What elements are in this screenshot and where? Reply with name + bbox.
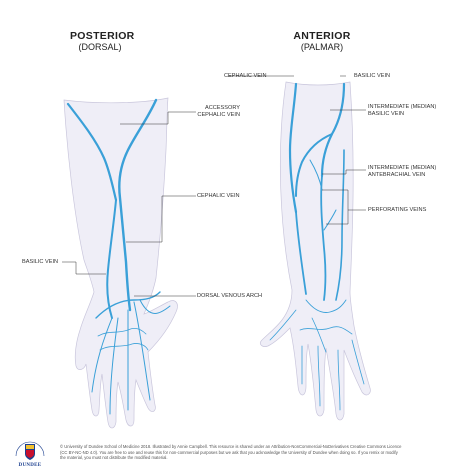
leader-perforating-1 [322, 189, 366, 211]
dorsal-digital-vein-1 [91, 317, 113, 393]
leader-basilic-posterior [62, 261, 106, 275]
posterior-title: POSTERIOR (DORSAL) [70, 30, 135, 53]
palmar-network-1 [305, 299, 347, 313]
label-accessory-cephalic-line2: CEPHALIC VEIN [197, 111, 240, 118]
posterior-forearm-and-hand [63, 97, 178, 429]
palmar-network-2 [299, 326, 353, 335]
anterior-veins [269, 82, 365, 411]
dorsal-thumb-vein [139, 299, 171, 314]
intermediate-basilic-vein [295, 133, 333, 197]
leader-accessory-cephalic [120, 111, 196, 125]
palmar-network-3 [311, 317, 327, 353]
label-intermediate-basilic-line2: BASILIC VEIN [368, 110, 405, 117]
cephalic-vein-anterior [288, 82, 298, 214]
university-crest-logo [15, 441, 45, 460]
anterior-arm-silhouette [260, 81, 371, 421]
perforating-vein-2 [323, 209, 337, 231]
anterior-title-main: ANTERIOR [293, 30, 351, 42]
label-intermediate-antebrachial-line1: INTERMEDIATE (MEDIAN) [368, 165, 437, 171]
label-intermediate-basilic-line1: INTERMEDIATE (MEDIAN) [368, 104, 437, 110]
label-intermediate-antebrachial-line2: ANTEBRACHIAL VEIN [368, 171, 426, 178]
accessory-cephalic-vein-posterior [66, 102, 118, 202]
palmar-thumb-vein [269, 309, 297, 341]
footer-line-3: the material, you must not distribute th… [60, 455, 168, 461]
leader-lines [62, 75, 366, 297]
palmar-digital-vein-3 [337, 349, 341, 411]
posterior-veins [66, 98, 171, 415]
label-cephalic-vein-posterior: CEPHALIC VEIN [197, 193, 240, 199]
intermediate-antebrachial-vein [320, 175, 327, 301]
dorsal-network-2 [99, 343, 149, 351]
label-intermediate-antebrachial-vein: INTERMEDIATE (MEDIAN) ANTEBRACHIAL VEIN [368, 165, 436, 178]
basilic-vein-posterior [106, 199, 117, 319]
anterior-title: ANTERIOR (PALMAR) [292, 30, 352, 52]
leader-intermediate-antebrachial [322, 169, 366, 175]
posterior-title-sub: (DORSAL) [78, 42, 122, 53]
posterior-title-main: POSTERIOR [70, 30, 135, 42]
label-intermediate-basilic-vein: INTERMEDIATE (MEDIAN) BASILIC VEIN [368, 104, 436, 117]
leader-cephalic-posterior [126, 195, 196, 243]
label-accessory-cephalic-line1: ACCESSORY [204, 105, 240, 111]
footer-line-1: © University of Dundee School of Medicin… [60, 444, 402, 449]
perforating-vein-1 [309, 159, 323, 191]
copyright-footer: © University of Dundee School of Medicin… [60, 444, 460, 461]
logo-wordmark: DUNDEE [18, 463, 42, 468]
posterior-arm-silhouette [63, 97, 178, 429]
label-accessory-cephalic-vein: ACCESSORY CEPHALIC VEIN [190, 105, 240, 118]
cephalic-vein-posterior [118, 98, 158, 312]
dorsal-digital-vein-4 [133, 301, 151, 401]
footer-line-2: (CC BY-NC-ND 4.0). You are free to use a… [60, 449, 398, 455]
label-basilic-vein-posterior: BASILIC VEIN [22, 259, 59, 265]
label-perforating-veins: PERFORATING VEINS [368, 207, 427, 213]
anterior-forearm-and-hand [260, 81, 371, 421]
label-basilic-vein-anterior: BASILIC VEIN [354, 73, 391, 79]
leader-perforating-2 [326, 210, 349, 225]
cephalic-forearm-anterior [295, 211, 307, 295]
palmar-digital-vein-4 [351, 339, 365, 385]
dorsal-digital-vein-2 [109, 317, 119, 415]
anterior-title-sub: (PALMAR) [300, 42, 344, 53]
label-cephalic-vein-anterior: CEPHALIC VEIN [224, 73, 267, 79]
label-dorsal-venous-arch: DORSAL VENOUS ARCH [197, 293, 263, 299]
dorsal-network-1 [97, 327, 147, 337]
palmar-digital-vein-2 [317, 345, 321, 407]
